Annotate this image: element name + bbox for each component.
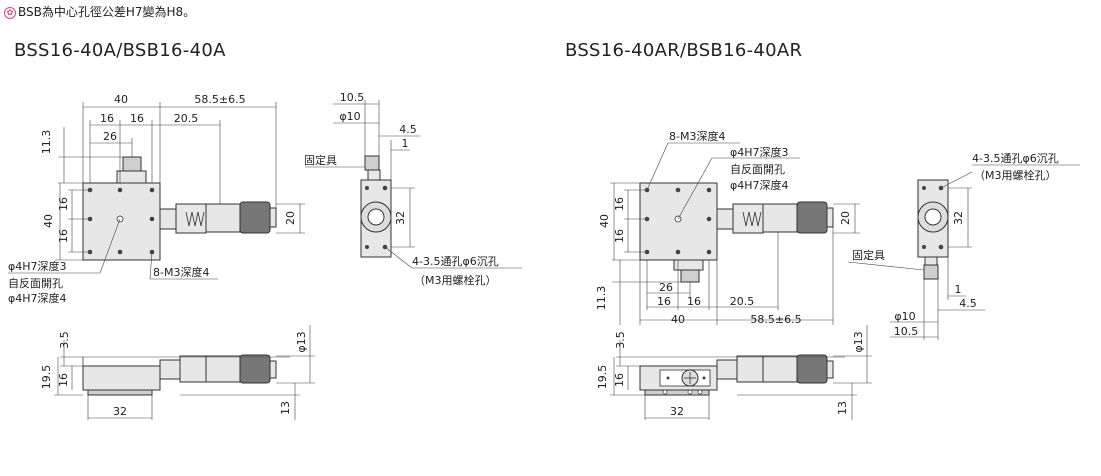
left-top-dims: 40 58.5±6.5 16 16 20.5 26 11.3 40 16 16 … bbox=[40, 93, 305, 261]
dim-v16c: 16 bbox=[57, 373, 70, 387]
left-fixture-block bbox=[122, 156, 142, 172]
dim-v13: 13 bbox=[836, 401, 849, 415]
dim-105: 10.5 bbox=[340, 91, 365, 104]
dim-v16b: 16 bbox=[613, 229, 626, 243]
dim-v40: 40 bbox=[42, 214, 55, 228]
label-m3bolt: （M3用螺栓孔） bbox=[414, 273, 497, 287]
dim-1: 1 bbox=[955, 283, 962, 296]
label-rev1: 自反面開孔 bbox=[730, 163, 785, 176]
left-side-view bbox=[360, 155, 392, 258]
right-top-dims: 40 58.5±6.5 16 16 20.5 26 11.3 40 16 16 … bbox=[595, 182, 860, 326]
dim-h32: 32 bbox=[670, 405, 684, 418]
dim-vphi13: φ13 bbox=[295, 331, 308, 352]
dim-h32: 32 bbox=[113, 405, 127, 418]
right-side-dims: 32 4-3.5通孔φ6沉孔 （M3用螺栓孔） 固定具 1 4.5 φ10 10… bbox=[847, 152, 1080, 340]
dim-v35: 3.5 bbox=[614, 331, 627, 349]
label-holes4: 4-3.5通孔φ6沉孔 bbox=[972, 152, 1059, 165]
left-micrometer-sleeve bbox=[159, 208, 177, 230]
dim-45: 4.5 bbox=[399, 123, 417, 136]
dim-585: 58.5±6.5 bbox=[194, 93, 245, 106]
dim-16a: 16 bbox=[100, 112, 114, 125]
left-side-dims: 10.5 φ10 4.5 1 32 固定具 4-3.5通孔φ6沉孔 （M3用螺栓… bbox=[304, 91, 522, 287]
left-thimble bbox=[205, 203, 241, 233]
dim-585: 58.5±6.5 bbox=[750, 313, 801, 326]
right-front-view bbox=[639, 354, 834, 396]
dim-vphi13: φ13 bbox=[852, 331, 865, 352]
label-h7: φ4H7深度3 bbox=[8, 259, 67, 273]
dim-105: 10.5 bbox=[894, 325, 919, 338]
dim-v35: 3.5 bbox=[58, 331, 71, 349]
label-m3bolt: （M3用螺栓孔） bbox=[974, 168, 1057, 182]
dim-16b: 16 bbox=[130, 112, 144, 125]
right-fixture-block bbox=[680, 269, 700, 283]
dim-40: 40 bbox=[671, 313, 685, 326]
dim-v16a: 16 bbox=[57, 197, 70, 211]
label-m3: 8-M3深度4 bbox=[669, 129, 725, 143]
right-side-view bbox=[917, 179, 949, 280]
dim-113: 11.3 bbox=[40, 130, 53, 155]
dim-v16b: 16 bbox=[57, 229, 70, 243]
dim-26: 26 bbox=[103, 130, 117, 143]
label-fixture: 固定具 bbox=[852, 248, 885, 262]
dim-phi10: φ10 bbox=[894, 310, 915, 323]
right-title: BSS16-40AR/BSB16-40AR bbox=[565, 40, 803, 61]
right-top-labels: 8-M3深度4 φ4H7深度3 自反面開孔 φ4H7深度4 bbox=[646, 129, 800, 220]
label-h7: φ4H7深度3 bbox=[730, 145, 789, 159]
label-fixture: 固定具 bbox=[304, 153, 337, 167]
label-rev2: φ4H7深度4 bbox=[8, 291, 67, 305]
dim-v195: 19.5 bbox=[596, 365, 609, 390]
flower-bullet-icon: ✿ bbox=[4, 7, 16, 19]
spec-note-text: BSB為中心孔徑公差H7變為H8。 bbox=[18, 5, 196, 19]
dim-205: 20.5 bbox=[174, 112, 199, 125]
left-title: BSS16-40A/BSB16-40A bbox=[14, 40, 226, 61]
spec-note: ✿BSB為中心孔徑公差H7變為H8。 bbox=[4, 3, 195, 20]
dim-v32: 32 bbox=[394, 211, 407, 225]
label-rev2: φ4H7深度4 bbox=[730, 178, 789, 192]
label-rev1: 自反面開孔 bbox=[8, 277, 63, 290]
left-knurl bbox=[239, 201, 271, 234]
dim-v32: 32 bbox=[952, 211, 965, 225]
left-front-dims: 3.5 19.5 16 32 φ13 13 bbox=[40, 325, 315, 420]
dim-v13: 13 bbox=[279, 401, 292, 415]
dim-v195: 19.5 bbox=[40, 365, 53, 390]
dim-v20: 20 bbox=[839, 211, 852, 225]
dim-16a: 16 bbox=[657, 295, 671, 308]
dim-v20: 20 bbox=[284, 211, 297, 225]
left-top-labels: φ4H7深度3 自反面開孔 φ4H7深度4 8-M3深度4 bbox=[8, 218, 218, 305]
left-front-body bbox=[82, 365, 161, 391]
label-holes4: 4-3.5通孔φ6沉孔 bbox=[412, 255, 499, 268]
dim-45: 4.5 bbox=[959, 297, 977, 310]
label-m3: 8-M3深度4 bbox=[153, 265, 209, 279]
left-front-view bbox=[82, 354, 277, 396]
dim-1: 1 bbox=[402, 137, 409, 150]
dim-v40: 40 bbox=[598, 214, 611, 228]
dim-v16a: 16 bbox=[613, 197, 626, 211]
right-top-view bbox=[639, 182, 834, 283]
dim-205: 20.5 bbox=[730, 295, 755, 308]
dim-26: 26 bbox=[659, 281, 673, 294]
left-top-view bbox=[82, 156, 277, 261]
right-front-dims: 3.5 19.5 16 32 φ13 13 bbox=[596, 325, 872, 420]
dim-113: 11.3 bbox=[595, 286, 608, 311]
dim-40: 40 bbox=[114, 93, 128, 106]
right-mount-holes bbox=[644, 187, 712, 255]
dim-phi10: φ10 bbox=[339, 110, 360, 123]
dim-16b: 16 bbox=[687, 295, 701, 308]
dim-v16c: 16 bbox=[613, 373, 626, 387]
